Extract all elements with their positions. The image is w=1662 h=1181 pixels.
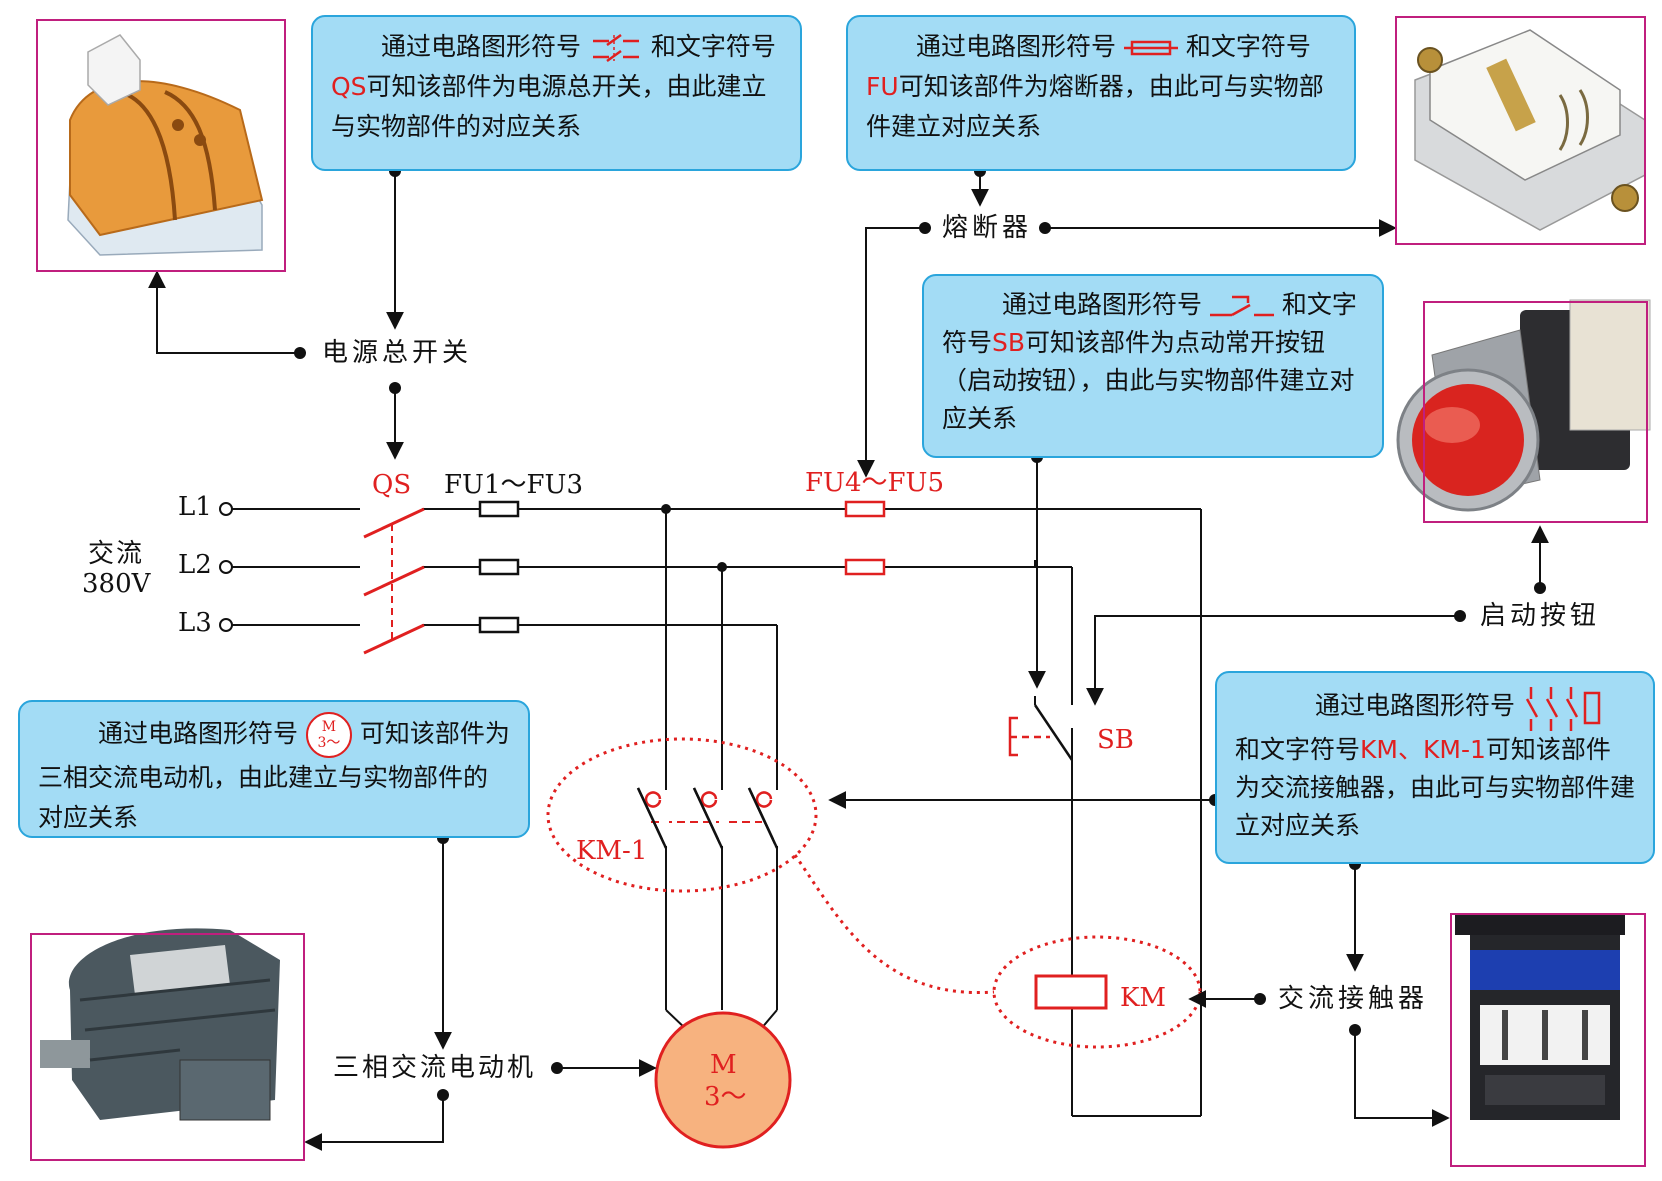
power-lines (229, 508, 1202, 1117)
note-sb-text2: 和文字符号 (942, 290, 1357, 357)
km-symbol-icon (1525, 687, 1601, 731)
note-sb-code: SB (992, 328, 1026, 357)
m-symbol-3: 3～ (317, 735, 341, 751)
note-km-code: KM、KM-1 (1360, 735, 1486, 764)
fu-ctrl-label: FU4～FU5 (805, 468, 944, 498)
note-km-text3: 可知该部件为交流接触器，由此可与实物部件建立对应关系 (1235, 735, 1636, 840)
note-fu-text2: 和文字符号 (1185, 32, 1311, 61)
note-m: 通过电路图形符号 M 3～ 可知该部件为三相交流电动机，由此建立与实物部件的对应… (18, 700, 530, 838)
fu-main-label: FU1～FU3 (444, 470, 583, 500)
m-symbol-m: M (321, 719, 337, 735)
note-sb: 通过电路图形符号 和文字符号SB可知该部件为点动常开按钮（启动按钮），由此与实物… (922, 274, 1384, 458)
qs-symbol-icon (592, 33, 639, 63)
sb-button-symbol (1008, 704, 1074, 761)
supply-label-1: 交流 (88, 539, 145, 569)
note-qs-text3: 可知该部件为电源总开关，由此建立与实物部件的对应关系 (331, 72, 767, 141)
note-qs-code: QS (331, 72, 367, 101)
knife-switch-photo (36, 19, 286, 272)
motor-phase-label: 3～ (704, 1082, 747, 1112)
note-sb-text3: 可知该部件为点动常开按钮（启动按钮），由此与实物部件建立对应关系 (942, 328, 1355, 433)
label-main-switch: 电源总开关 (322, 338, 473, 368)
note-fu-text3: 可知该部件为熔断器，由此可与实物部件建立对应关系 (866, 72, 1324, 141)
note-fu-text1: 通过电路图形符号 (916, 32, 1117, 61)
push-button-photo (1423, 301, 1648, 523)
note-km: 通过电路图形符号 和文字符号KM、KM-1可知该部件为交流接触器，由此可与实物部… (1215, 671, 1655, 864)
label-fuse: 熔断器 (942, 213, 1033, 243)
qs-switch-symbol (363, 507, 425, 655)
push-button-illustration (1396, 299, 1651, 512)
note-qs: 通过电路图形符号 和文字符号 QS可知该部件为电源总开关，由此建立与实物部件的对应… (311, 15, 802, 171)
line-l2: L2 (178, 550, 212, 580)
knife-switch-illustration (67, 34, 264, 256)
contactor-illustration (1455, 915, 1625, 1120)
line-l1: L1 (178, 492, 212, 522)
note-fu-code: FU (866, 72, 899, 101)
km1-label: KM-1 (576, 836, 648, 866)
terminals (219, 502, 233, 632)
note-km-text1: 通过电路图形符号 (1315, 691, 1516, 720)
motor-symbol (654, 1011, 792, 1149)
note-qs-text2: 和文字符号 (650, 32, 776, 61)
km-coil-symbol (1034, 974, 1108, 1010)
motor-illustration (40, 928, 280, 1121)
label-start-button: 启动按钮 (1480, 601, 1601, 631)
note-sb-text1: 通过电路图形符号 (1002, 290, 1203, 319)
label-contactor: 交流接触器 (1278, 984, 1429, 1014)
km1-highlight (546, 737, 818, 893)
motor-m-label: M (710, 1050, 737, 1080)
label-motor: 三相交流电动机 (333, 1053, 537, 1083)
junctions (661, 504, 727, 572)
note-fu: 通过电路图形符号 和文字符号 FU可知该部件为熔断器，由此可与实物部件建立对应关系 (846, 15, 1356, 171)
km-label: KM (1120, 983, 1167, 1013)
line-l3: L3 (178, 608, 212, 638)
fuse-photo (1395, 16, 1646, 245)
note-m-text2: 可知该部件为三相交流电动机，由此建立与实物部件的对应关系 (38, 719, 510, 832)
fuses-fu1-fu3 (478, 500, 520, 634)
motor-symbol-icon: M 3～ (305, 712, 352, 758)
km-link (793, 854, 995, 995)
note-km-text2: 和文字符号 (1235, 735, 1361, 764)
note-qs-text1: 通过电路图形符号 (381, 32, 582, 61)
qs-label: QS (372, 470, 412, 500)
sb-label: SB (1097, 725, 1134, 755)
contactor-photo (1450, 913, 1646, 1167)
fuse-symbol-icon (1123, 40, 1178, 56)
sb-symbol-icon (1209, 295, 1274, 317)
note-m-text1: 通过电路图形符号 (98, 719, 299, 748)
supply-label-2: 380V (82, 569, 151, 599)
fuses-fu4-fu5 (844, 500, 886, 576)
motor-photo (30, 933, 305, 1161)
fuse-illustration (1414, 29, 1646, 231)
